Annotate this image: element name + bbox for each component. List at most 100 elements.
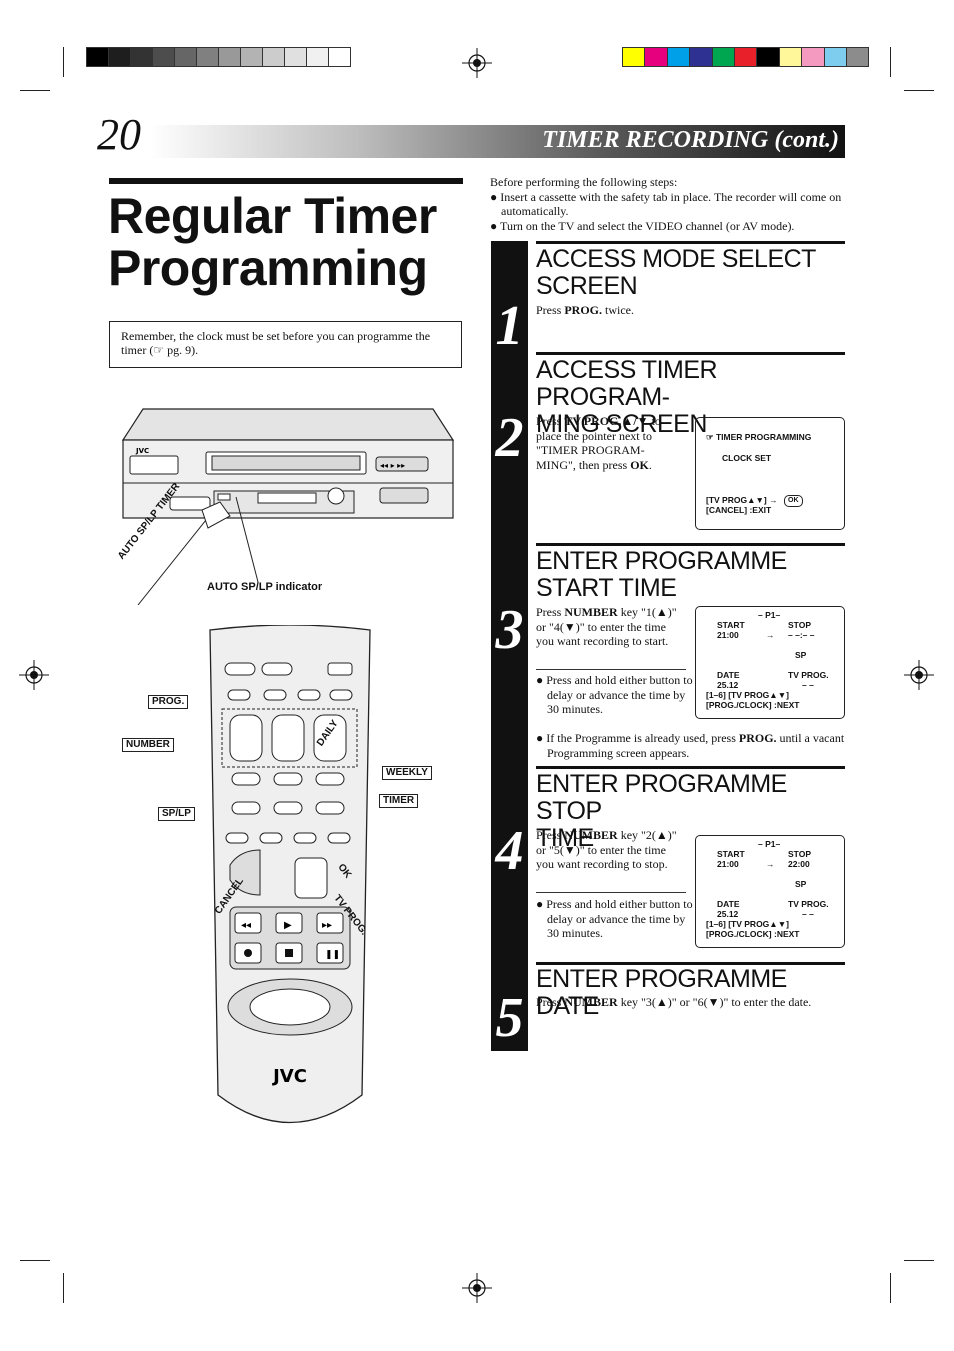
color-swatch (218, 47, 241, 67)
text: key "3(▲)" or "6(▼)" to enter the date. (617, 995, 812, 1009)
crop-mark (20, 90, 50, 91)
osd-field-label: TV PROG. (788, 899, 829, 909)
prog-label: PROG. (148, 695, 189, 709)
registration-target-icon (904, 660, 934, 690)
color-swatch (756, 47, 780, 67)
key-name: TV PROG.▲/▼ (564, 414, 649, 428)
intro: Before performing the following steps: ●… (490, 175, 850, 233)
color-swatch (778, 47, 803, 67)
text: ● If the Programme is already used, pres… (536, 731, 739, 745)
step-heading-line: ENTER PROGRAMME DATE (536, 965, 787, 1020)
osd-hint: [PROG./CLOCK] :NEXT (706, 929, 800, 939)
osd-programme-screen: – P1– START STOP 21:00 → 22:00 SP DATE T… (695, 835, 845, 948)
crop-mark (63, 47, 64, 77)
osd-programme-number: – P1– (758, 839, 781, 849)
step-rule (536, 543, 845, 546)
step-1-heading: ACCESS MODE SELECT SCREEN (536, 246, 848, 300)
step-heading-line: SCREEN (536, 272, 638, 300)
text: Press (536, 414, 565, 428)
weekly-label: WEEKLY (382, 766, 432, 780)
step-heading-line: START TIME (536, 574, 677, 602)
key-name: NUMBER (564, 828, 618, 842)
key-name: OK (630, 457, 649, 472)
step-4-bullet: ● Press and hold either button to delay … (536, 897, 693, 940)
text: Press (536, 605, 565, 619)
step-rule (536, 962, 845, 965)
osd-field-value: 21:00 (717, 630, 739, 640)
vcr-brand: JVC (135, 447, 149, 455)
svg-text:❚❚: ❚❚ (325, 950, 340, 960)
page-title: Regular Timer Programming (108, 190, 468, 294)
divider (536, 892, 686, 893)
osd-field-value: SP (795, 650, 807, 660)
step-heading-line: MING SCREEN (536, 410, 707, 438)
intro-lead: Before performing the following steps: (490, 175, 678, 189)
step-rule (536, 241, 845, 244)
step-rule (536, 766, 845, 769)
osd-field-value: 25.12 (717, 680, 739, 690)
splp-label: SP/LP (158, 807, 195, 821)
osd-field-label: STOP (788, 849, 811, 859)
step-heading-line: ACCESS TIMER PROGRAM- (536, 356, 718, 411)
step-5-heading: ENTER PROGRAMME DATE (536, 966, 848, 1020)
step-3-bullet: ● If the Programme is already used, pres… (536, 731, 857, 760)
steps-sidebar (491, 241, 528, 1051)
page-number: 20 (97, 110, 141, 159)
color-swatch (152, 47, 175, 67)
step-number: 3 (495, 599, 524, 661)
step-rule (536, 352, 845, 355)
text: Press (536, 303, 565, 317)
color-swatch (86, 47, 109, 67)
step-heading-line: TIME (536, 824, 594, 852)
number-label: NUMBER (122, 738, 174, 752)
step-heading-line: ENTER PROGRAMME STOP (536, 770, 787, 825)
timer-label: TIMER (379, 794, 419, 808)
osd-pointer-icon: → (766, 630, 775, 640)
step-4-heading: ENTER PROGRAMME STOP TIME (536, 771, 848, 852)
key-name: PROG. (738, 731, 777, 745)
text: key "2(▲)" or "5(▼)" to enter the time y… (536, 828, 677, 871)
section-title: TIMER RECORDING (cont.) (542, 127, 839, 153)
step-1-body: Press PROG. twice. (536, 303, 836, 318)
key-name: NUMBER (564, 605, 618, 619)
color-swatch (666, 47, 691, 67)
color-swatch (306, 47, 329, 67)
remote-illustration: ◂◂ ▶ ▸▸ ❚❚ JVC (209, 625, 371, 1123)
crop-mark (20, 1260, 50, 1261)
osd-programme-number: – P1– (758, 610, 781, 620)
osd-field-value: 22:00 (788, 859, 810, 869)
color-swatch (801, 47, 825, 67)
osd-hint: [CANCEL] :EXIT (706, 505, 772, 515)
crop-mark (904, 90, 934, 91)
svg-text:▶: ▶ (284, 920, 292, 931)
osd-programme-screen: – P1– START STOP 21:00 → – –:– – SP DATE… (695, 606, 845, 719)
step-number: 1 (495, 295, 524, 357)
ok-icon: OK (784, 495, 803, 507)
crop-mark (904, 1260, 934, 1261)
color-swatch (823, 47, 847, 67)
intro-bullet: ● Turn on the TV and select the VIDEO ch… (490, 218, 795, 233)
osd-field-value: – – (802, 909, 814, 919)
crop-mark (63, 1273, 64, 1303)
auto-splp-indicator-label: AUTO SP/LP indicator (207, 581, 323, 593)
clock-note: Remember, the clock must be set before y… (109, 321, 462, 368)
osd-hint: [TV PROG▲▼] → (706, 495, 778, 505)
crop-mark (890, 1273, 891, 1303)
registration-target-icon (462, 48, 492, 78)
text: Press (536, 828, 565, 842)
osd-field-value: 21:00 (717, 859, 739, 869)
text: . (648, 457, 652, 472)
step-3-heading: ENTER PROGRAMME START TIME (536, 548, 848, 602)
osd-pointer-icon: → (766, 859, 775, 869)
text: twice. (602, 303, 635, 317)
color-swatch (240, 47, 263, 67)
registration-target-icon (462, 1273, 492, 1303)
step-heading-line: ENTER PROGRAMME (536, 547, 787, 575)
page-title-line: Programming (108, 240, 428, 296)
color-swatch (174, 47, 197, 67)
crop-mark (890, 47, 891, 77)
color-swatch (644, 47, 668, 67)
text: until a vacant Programming screen appear… (547, 731, 845, 760)
color-swatch (622, 47, 646, 67)
osd-hint: [PROG./CLOCK] :NEXT (706, 700, 800, 710)
